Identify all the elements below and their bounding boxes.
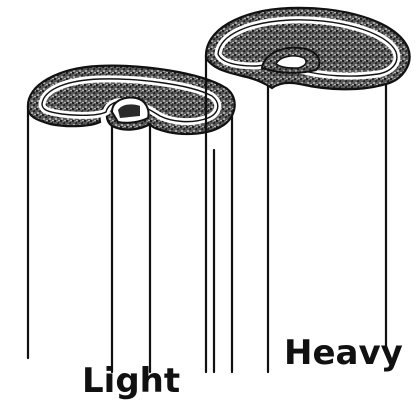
label-heavy: Heavy <box>284 333 403 373</box>
heavy-roll <box>206 8 410 372</box>
light-roll <box>28 66 235 372</box>
light-roll-body-left <box>28 108 150 372</box>
light-roll-body-right <box>214 104 232 372</box>
label-light: Light <box>82 361 180 401</box>
